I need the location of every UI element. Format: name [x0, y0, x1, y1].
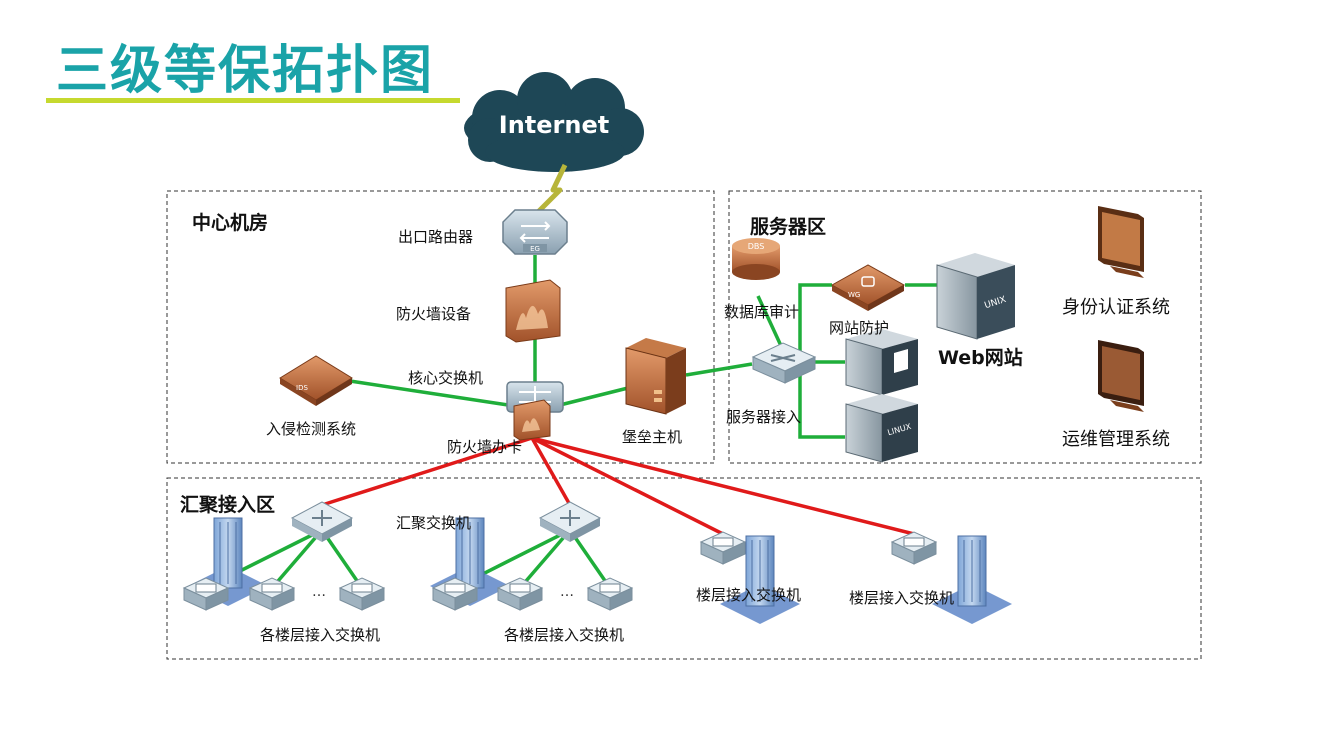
floor-switches-2-label: 各楼层接入交换机 [504, 626, 625, 644]
web-protect-label: 网站防护 [829, 319, 890, 337]
firewall-card-label: 防火墙办卡 [447, 438, 523, 456]
building-4-icon [931, 535, 1013, 625]
server-access-switch-icon [751, 342, 817, 384]
wg-badge: WG [848, 291, 860, 299]
zone-server-label: 服务器区 [750, 216, 827, 238]
zone-center-label: 中心机房 [192, 212, 269, 234]
windows-server-icon [845, 329, 918, 396]
linux-server-icon: LINUX [845, 394, 918, 463]
ellipsis-1: … [312, 584, 326, 600]
bastion-host-icon [625, 338, 686, 415]
auth-system-monitor-icon [1098, 206, 1144, 278]
db-audit-label: 数据库审计 [724, 303, 800, 321]
page-title: 三级等保拓扑图 [56, 41, 435, 101]
lightning-icon [536, 163, 568, 214]
ids-label: 入侵检测系统 [266, 420, 357, 438]
ids-icon: IDS [279, 355, 353, 406]
ids-badge: IDS [296, 384, 308, 392]
web-protect-icon: WG [830, 264, 906, 311]
floor-switch-2b-icon [497, 577, 543, 611]
floor-switch-3-icon [700, 531, 746, 565]
ops-system-monitor-icon [1098, 340, 1144, 412]
zone-access-label: 汇聚接入区 [180, 494, 276, 516]
internet-label: Internet [499, 111, 609, 139]
web-site-label: Web网站 [938, 347, 1023, 369]
floor-switches-1-label: 各楼层接入交换机 [260, 626, 381, 644]
auth-system-label: 身份认证系统 [1062, 297, 1170, 318]
floor-switch-a-label: 楼层接入交换机 [696, 586, 802, 604]
ellipsis-2: … [560, 584, 574, 600]
core-switch-label: 核心交换机 [408, 369, 484, 387]
agg-switch-1-icon [290, 501, 354, 542]
dbs-badge: DBS [748, 242, 765, 251]
db-audit-icon: DBS [732, 238, 780, 280]
zone-server-box [728, 190, 1202, 464]
floor-switch-2c-icon [587, 577, 633, 611]
ops-system-label: 运维管理系统 [1062, 429, 1170, 450]
zone-access-box [166, 477, 1202, 660]
green-links [205, 255, 938, 590]
router-badge: EG [530, 245, 540, 253]
floor-switch-b-label: 楼层接入交换机 [849, 589, 955, 607]
agg-switch-2-icon [538, 501, 602, 542]
firewall-device-label: 防火墙设备 [396, 305, 472, 323]
internet-cloud-icon [464, 72, 644, 172]
router-icon: EG [502, 209, 568, 255]
agg-switch-label: 汇聚交换机 [396, 514, 472, 532]
firewall-device-icon [505, 279, 561, 343]
router-label: 出口路由器 [398, 228, 474, 246]
unix-server-icon: UNIX [936, 253, 1015, 340]
server-access-label: 服务器接入 [726, 408, 802, 426]
title-underline [46, 98, 460, 103]
bastion-host-label: 堡垒主机 [622, 428, 683, 446]
firewall-card-icon [513, 399, 551, 441]
red-links [321, 436, 915, 536]
floor-switch-1c-icon [339, 577, 385, 611]
floor-switch-4-icon [891, 531, 937, 565]
zone-center-box [166, 190, 715, 464]
